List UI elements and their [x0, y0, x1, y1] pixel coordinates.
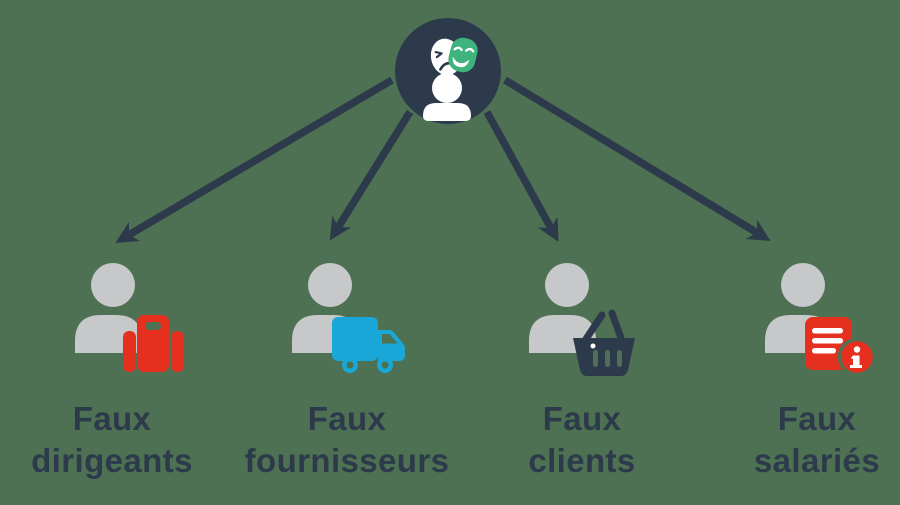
- arrow-to-faux-fournisseurs: [329, 110, 414, 241]
- document-info-icon: [805, 317, 877, 377]
- arrow-to-faux-dirigeants: [115, 76, 394, 243]
- label-line-1: Faux: [542, 400, 622, 437]
- label-faux-salaries: Faux salariés: [697, 398, 900, 482]
- node-faux-dirigeants: [66, 258, 236, 378]
- label-faux-dirigeants: Faux dirigeants: [0, 398, 232, 482]
- info-i-glyph: [850, 355, 862, 368]
- suitcase-icon: [123, 315, 184, 372]
- person-silhouette-icon: [423, 73, 471, 121]
- label-faux-clients: Faux clients: [462, 398, 702, 482]
- node-faux-salaries: [756, 258, 900, 378]
- label-line-2: salariés: [753, 442, 881, 479]
- node-faux-clients: [520, 258, 690, 378]
- node-faux-fournisseurs: [283, 258, 453, 378]
- impersonator-node: [395, 18, 501, 124]
- suitcase-handle-hole: [145, 322, 161, 330]
- label-line-1: Faux: [307, 400, 387, 437]
- shopping-basket-icon: [573, 309, 635, 376]
- truck-window: [382, 334, 398, 344]
- label-line-2: dirigeants: [31, 442, 193, 479]
- basket-shine: [590, 343, 596, 349]
- impersonator-masks-icon: [423, 37, 478, 121]
- label-faux-fournisseurs: Faux fournisseurs: [227, 398, 467, 482]
- label-line-1: Faux: [72, 400, 152, 437]
- label-line-2: clients: [528, 442, 636, 479]
- label-line-1: Faux: [777, 400, 857, 437]
- arrow-to-faux-salaries: [503, 76, 771, 241]
- arrow-to-faux-clients: [483, 110, 559, 242]
- happy-mask-icon: [448, 37, 478, 73]
- delivery-truck-icon: [332, 317, 405, 373]
- label-line-2: fournisseurs: [244, 442, 450, 479]
